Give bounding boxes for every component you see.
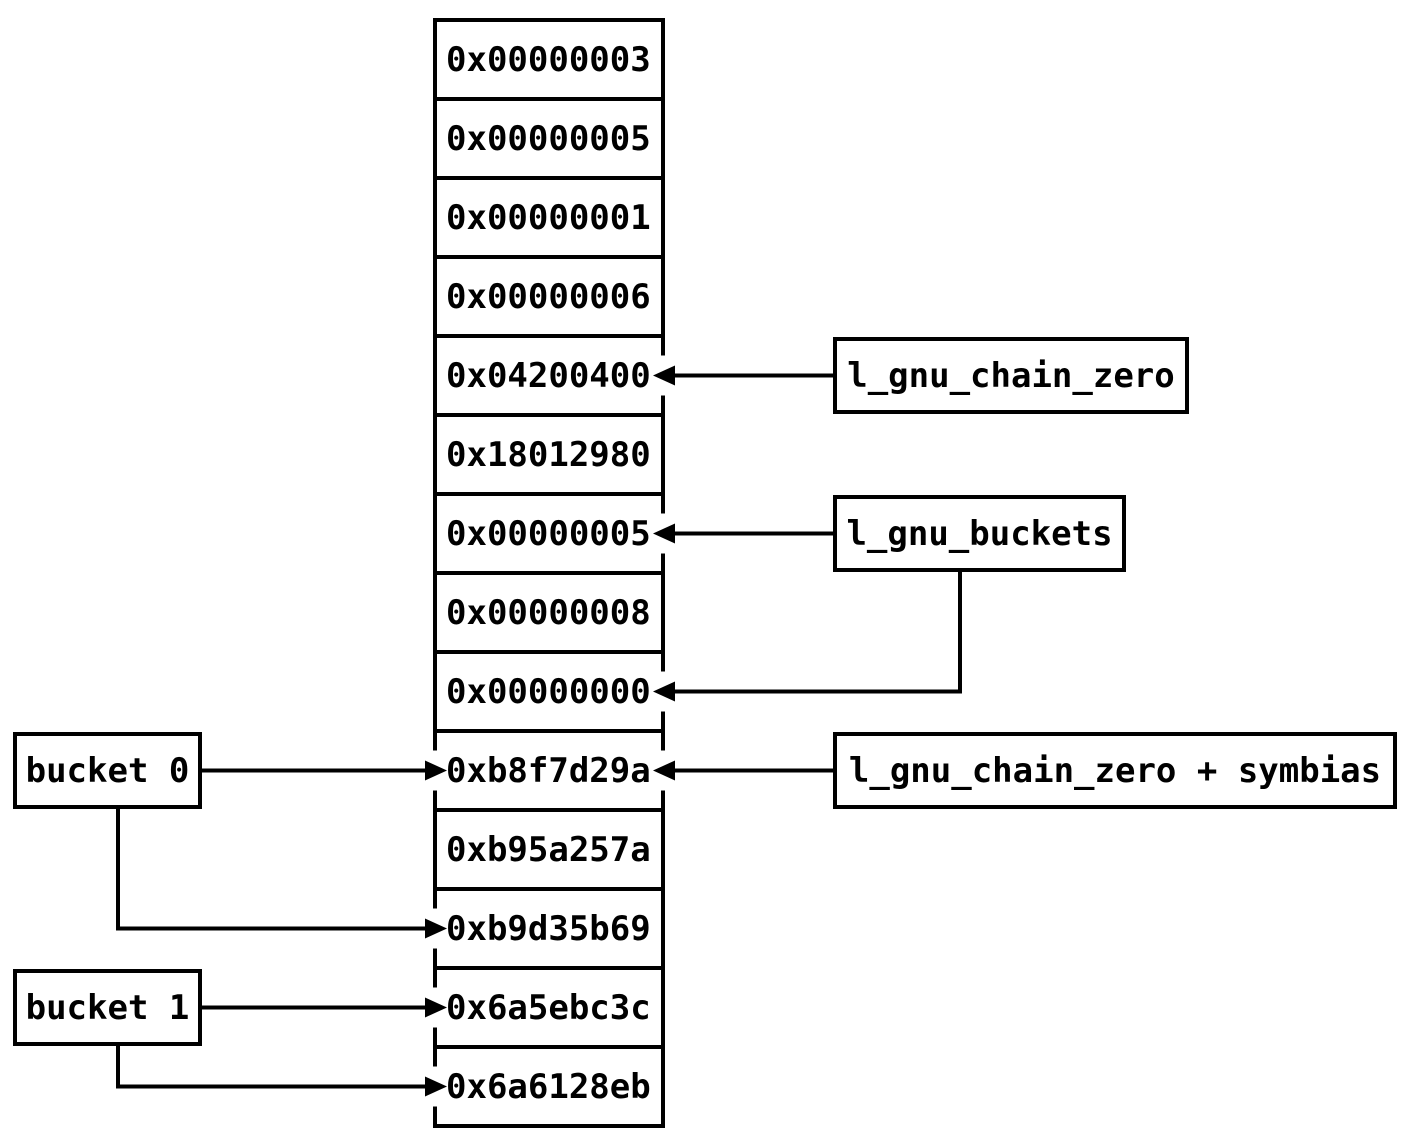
label-box-l-gnu-chain-zero: l_gnu_chain_zero bbox=[833, 337, 1189, 414]
label-box-bucket-0: bucket 0 bbox=[13, 732, 202, 809]
memory-cell: 0x00000005 bbox=[437, 492, 661, 571]
memory-cell: 0x00000005 bbox=[437, 97, 661, 176]
memory-cell: 0xb9d35b69 bbox=[437, 887, 661, 966]
label-box-l-gnu-buckets: l_gnu_buckets bbox=[833, 495, 1126, 572]
label-text: l_gnu_chain_zero + symbias bbox=[848, 750, 1382, 791]
memory-cell: 0xb8f7d29a bbox=[437, 729, 661, 808]
label-text: l_gnu_buckets bbox=[846, 513, 1113, 554]
memory-cell: 0x18012980 bbox=[437, 413, 661, 492]
arrow-bucket1-elbow-to-cell bbox=[116, 1046, 428, 1089]
memory-cell: 0x00000003 bbox=[446, 39, 651, 80]
memory-cell: 0x6a5ebc3c bbox=[437, 966, 661, 1045]
arrow-bucket0-elbow-to-cell bbox=[116, 809, 428, 931]
memory-cell: 0x6a6128eb bbox=[437, 1045, 661, 1124]
label-text: bucket 0 bbox=[25, 750, 190, 791]
memory-cell: 0x00000006 bbox=[437, 255, 661, 334]
memory-cell: 0x00000001 bbox=[437, 176, 661, 255]
memory-cell: 0x04200400 bbox=[437, 334, 661, 413]
label-text: bucket 1 bbox=[25, 987, 190, 1028]
memory-cell: 0xb95a257a bbox=[437, 808, 661, 887]
label-text: l_gnu_chain_zero bbox=[847, 355, 1175, 396]
arrow-buckets-elbow-to-cell bbox=[672, 572, 962, 694]
label-box-bucket-1: bucket 1 bbox=[13, 969, 202, 1046]
memory-cell: 0x00000008 bbox=[437, 571, 661, 650]
memory-cell: 0x00000000 bbox=[437, 650, 661, 729]
label-box-l-gnu-chain-zero-plus-symbias: l_gnu_chain_zero + symbias bbox=[833, 732, 1397, 809]
